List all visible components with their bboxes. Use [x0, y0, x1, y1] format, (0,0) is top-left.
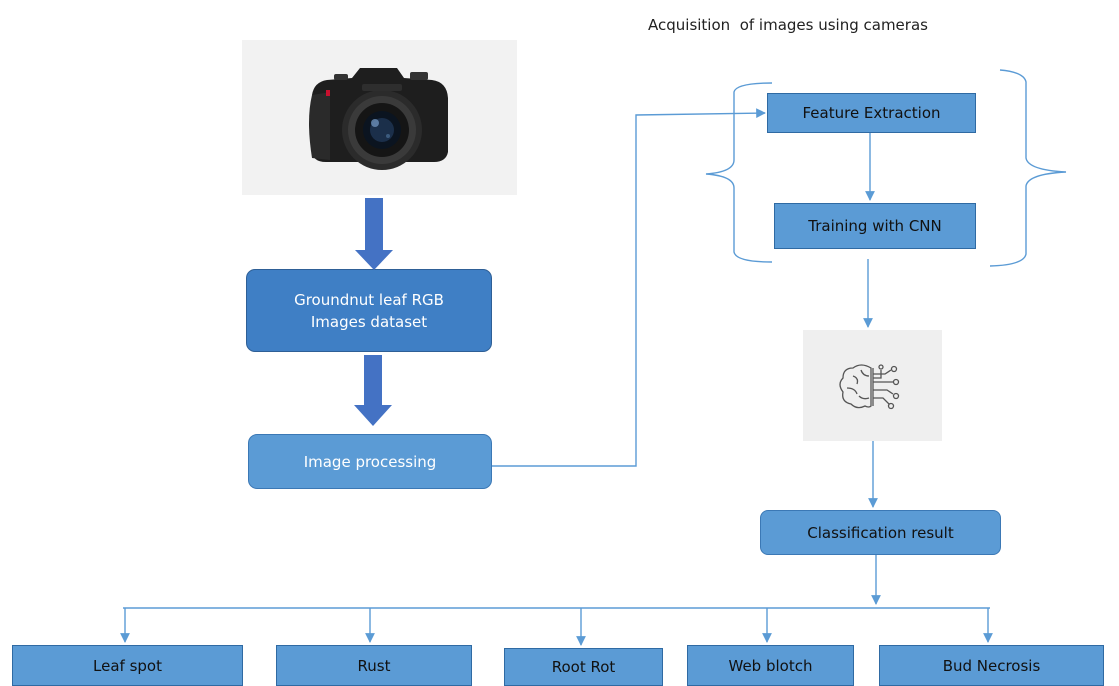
feature-extraction-node: Feature Extraction: [767, 93, 976, 133]
class-rust-label: Rust: [357, 656, 391, 675]
camera-icon: [309, 68, 448, 170]
block-arrow-camera-to-dataset: [355, 198, 393, 270]
classification-result-label: Classification result: [807, 523, 954, 542]
block-arrow-dataset-to-processing: [354, 355, 392, 426]
class-root-rot: Root Rot: [504, 648, 663, 686]
training-cnn-label: Training with CNN: [808, 217, 942, 235]
image-processing-label: Image processing: [303, 452, 437, 471]
class-leaf-spot-label: Leaf spot: [93, 656, 162, 675]
class-rust: Rust: [276, 645, 472, 686]
image-processing-node: Image processing: [248, 434, 492, 489]
training-cnn-node: Training with CNN: [774, 203, 976, 249]
dataset-node: Groundnut leaf RGB Images dataset: [246, 269, 492, 352]
dataset-node-label: Groundnut leaf RGB Images dataset: [294, 290, 444, 331]
class-bud-necrosis-label: Bud Necrosis: [942, 656, 1041, 675]
camera-image: [242, 40, 517, 195]
connector-processing-to-feature: [492, 108, 766, 467]
class-root-rot-label: Root Rot: [551, 658, 616, 676]
classification-result-node: Classification result: [760, 510, 1001, 555]
right-brace: [989, 69, 1067, 267]
feature-extraction-label: Feature Extraction: [802, 104, 941, 122]
diagram-title: Acquisition of images using cameras: [648, 16, 928, 34]
left-brace: [705, 82, 773, 263]
brain-circuit-icon: [839, 364, 900, 410]
class-leaf-spot: Leaf spot: [12, 645, 243, 686]
class-web-blotch-label: Web blotch: [728, 656, 813, 675]
class-web-blotch: Web blotch: [687, 645, 854, 686]
brain-image: [803, 330, 942, 441]
